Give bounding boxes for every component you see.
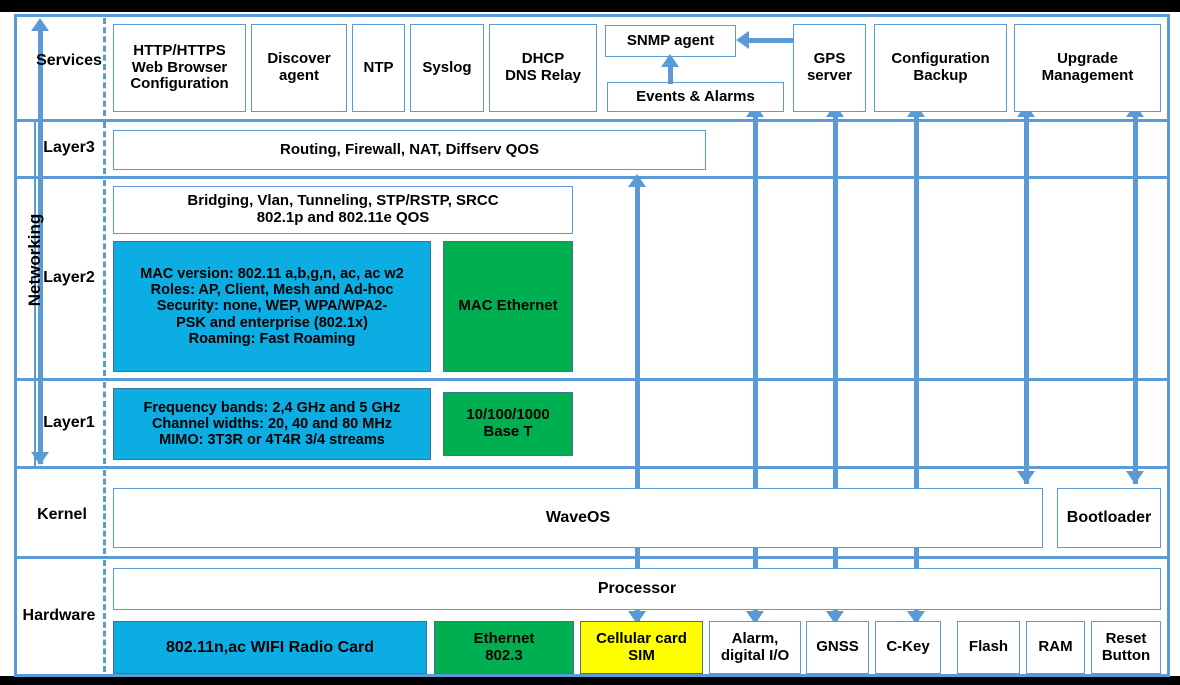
border-right	[1167, 14, 1170, 677]
hardware-box-ram[interactable]: RAM	[1026, 621, 1085, 674]
layer1-box-base-t[interactable]: 10/100/1000 Base T	[443, 392, 573, 456]
border-left	[14, 14, 17, 677]
gnss-gps-shaft	[833, 112, 838, 624]
hardware-box-flash[interactable]: Flash	[957, 621, 1020, 674]
layer2-label: MAC Ethernet	[458, 297, 558, 315]
layer2-box-mac-ethernet[interactable]: MAC Ethernet	[443, 241, 573, 372]
hardware-label: Processor	[597, 580, 677, 598]
label-column-divider-layer1	[103, 382, 106, 464]
service-label: DHCP DNS Relay	[505, 50, 581, 84]
hardware-box-processor[interactable]: Processor	[113, 568, 1161, 610]
hardware-box-reset-button[interactable]: Reset Button	[1091, 621, 1161, 674]
row-label-layer2: Layer2	[43, 268, 95, 286]
cellular-layer2-arrowhead-up	[628, 174, 646, 187]
label-column-rule	[34, 119, 36, 466]
hardware-label: Alarm, digital I/O	[720, 629, 790, 664]
upgrade-bootloader-shaft	[1133, 112, 1138, 484]
service-label: Configuration Backup	[891, 50, 990, 84]
label-column-divider-layer2	[103, 180, 106, 376]
hardware-label: Cellular card SIM	[596, 629, 687, 664]
layer2-label: Bridging, Vlan, Tunneling, STP/RSTP, SRC…	[187, 192, 499, 226]
layer1-label: 10/100/1000 Base T	[466, 406, 550, 440]
service-label: HTTP/HTTPS Web Browser Configuration	[130, 41, 229, 93]
separator-services-layer3	[14, 119, 1170, 122]
hardware-box-c-key[interactable]: C-Key	[875, 621, 941, 674]
hardware-label: Flash	[968, 638, 1009, 656]
cellular-layer2-arrowhead-down	[628, 611, 646, 624]
service-box-configuration-backup[interactable]: Configuration Backup	[874, 24, 1007, 112]
alarm-events-shaft	[753, 112, 758, 624]
hardware-label: Ethernet 802.3	[473, 629, 535, 664]
separator-bottom	[14, 674, 1170, 677]
row-label-layer3: Layer3	[43, 138, 95, 156]
label-column-divider-layer3	[103, 122, 106, 174]
hardware-label: GNSS	[816, 638, 859, 656]
cellular-layer2-shaft	[635, 186, 640, 624]
service-box-ntp[interactable]: NTP	[352, 24, 405, 112]
service-box-http-https-web-browser-configuration[interactable]: HTTP/HTTPS Web Browser Configuration	[113, 24, 246, 112]
row-label-layer1: Layer1	[43, 413, 95, 431]
service-box-events-and-alarms[interactable]: Events & Alarms	[607, 82, 784, 112]
label-column-divider-hardware	[103, 560, 106, 672]
layer2-box-mac-wifi-capabilities[interactable]: MAC version: 802.11 a,b,g,n, ac, ac w2 R…	[113, 241, 431, 372]
hardware-box-gnss[interactable]: GNSS	[806, 621, 869, 674]
events-to-snmp-shaft	[668, 64, 673, 84]
upgrade-arrowhead-down	[1126, 471, 1144, 484]
service-box-upgrade-management[interactable]: Upgrade Management	[1014, 24, 1161, 112]
hardware-label: C-Key	[886, 638, 930, 656]
service-label: Discover agent	[267, 50, 331, 84]
ckey-services-arrowhead-down	[907, 611, 925, 624]
networking-span-shaft	[38, 30, 43, 464]
separator-top	[14, 14, 1170, 17]
networking-side-label: Networking	[25, 213, 45, 307]
hardware-box-cellular-card-sim[interactable]: Cellular card SIM	[580, 621, 703, 674]
kernel-label: WaveOS	[545, 509, 611, 527]
hardware-box-ethernet-802-3[interactable]: Ethernet 802.3	[434, 621, 574, 674]
kernel-label: Bootloader	[1066, 509, 1152, 527]
gnss-gps-arrowhead-down	[826, 611, 844, 624]
row-label-kernel: Kernel	[37, 505, 87, 523]
hardware-label: RAM	[1038, 638, 1073, 656]
networking-span-arrowhead-down	[31, 452, 49, 465]
separator-layer2-layer1	[14, 378, 1170, 381]
alarm-events-arrowhead-down	[746, 611, 764, 624]
service-label: NTP	[363, 58, 394, 76]
service-box-dhcp-dns-relay[interactable]: DHCP DNS Relay	[489, 24, 597, 112]
networking-span-arrowhead-up	[31, 18, 49, 31]
label-column-divider-kernel	[103, 470, 106, 554]
row-label-hardware: Hardware	[22, 606, 96, 624]
config-backup-arrowhead-down	[1017, 471, 1035, 484]
hardware-box-alarm-digital-io[interactable]: Alarm, digital I/O	[709, 621, 801, 674]
label-column-divider-services	[103, 18, 106, 116]
kernel-box-waveos[interactable]: WaveOS	[113, 488, 1043, 548]
config-backup-kernel-shaft	[1024, 112, 1029, 484]
hardware-box-wifi-radio-card[interactable]: 802.11n,ac WIFI Radio Card	[113, 621, 427, 674]
layer3-label: Routing, Firewall, NAT, Diffserv QOS	[280, 140, 539, 158]
layer3-box-routing-firewall-nat-diffserv-qos[interactable]: Routing, Firewall, NAT, Diffserv QOS	[113, 130, 706, 170]
service-label: Syslog	[422, 58, 472, 76]
service-label: Upgrade Management	[1041, 50, 1134, 84]
gps-to-snmp-shaft	[748, 38, 794, 43]
layer1-box-radio-phy-capabilities[interactable]: Frequency bands: 2,4 GHz and 5 GHz Chann…	[113, 388, 431, 460]
separator-kernel-hardware	[14, 556, 1170, 559]
service-label: Events & Alarms	[636, 87, 755, 105]
hardware-label: 802.11n,ac WIFI Radio Card	[165, 638, 375, 656]
layer2-label: MAC version: 802.11 a,b,g,n, ac, ac w2 R…	[140, 265, 404, 347]
service-box-syslog[interactable]: Syslog	[410, 24, 484, 112]
kernel-box-bootloader[interactable]: Bootloader	[1057, 488, 1161, 548]
events-to-snmp-arrowhead	[661, 54, 679, 67]
layer1-label: Frequency bands: 2,4 GHz and 5 GHz Chann…	[143, 399, 401, 449]
service-label: SNMP agent	[626, 31, 715, 49]
separator-layer1-kernel	[14, 466, 1170, 469]
hardware-label: Reset Button	[1101, 629, 1151, 664]
layer2-box-bridging-vlan-tunneling[interactable]: Bridging, Vlan, Tunneling, STP/RSTP, SRC…	[113, 186, 573, 234]
service-box-gps-server[interactable]: GPS server	[793, 24, 866, 112]
gps-to-snmp-arrowhead	[736, 31, 749, 49]
row-label-services: Services	[36, 51, 102, 69]
service-box-discover-agent[interactable]: Discover agent	[251, 24, 347, 112]
ckey-services-shaft	[914, 112, 919, 624]
separator-layer3-layer2	[14, 176, 1170, 179]
service-label: GPS server	[806, 50, 853, 84]
service-box-snmp-agent[interactable]: SNMP agent	[605, 25, 736, 57]
